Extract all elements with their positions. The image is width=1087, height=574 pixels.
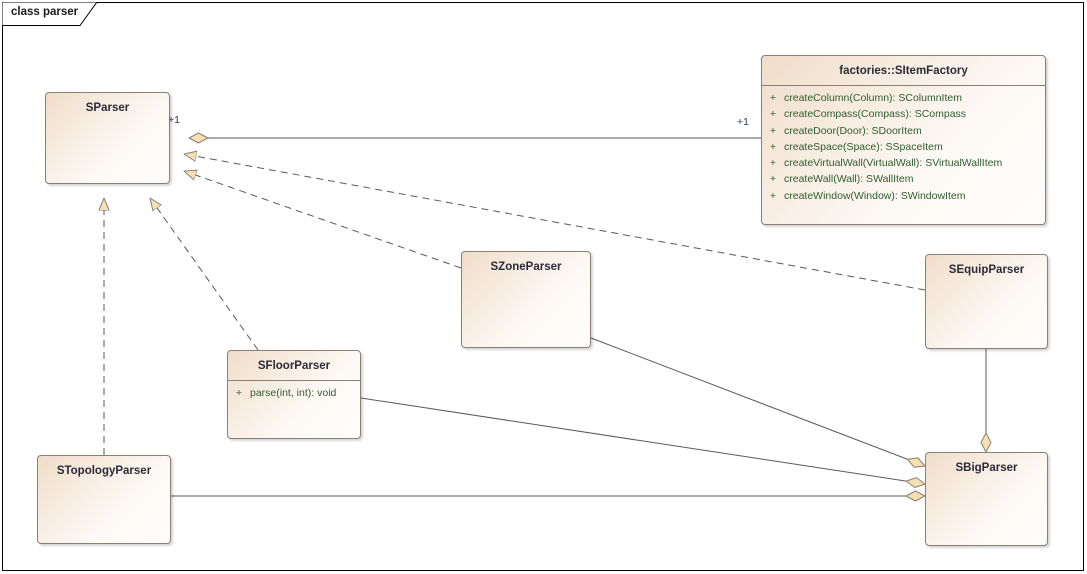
operation-visibility: + [769,124,777,137]
class-box-stopologyparser[interactable]: STopologyParser [37,455,171,544]
operation-visibility: + [769,189,777,202]
operations-sitemfactory: + createColumn(Column): SColumnItem + cr… [762,86,1045,209]
class-box-szoneparser[interactable]: SZoneParser [461,251,591,348]
class-name-sbigparser: SBigParser [955,462,1018,474]
class-name-sparser: SParser [85,102,130,114]
diagram-frame-tab: class parser [2,2,97,26]
operation-signature: createSpace(Space): SSpaceItem [784,140,943,153]
operation-row: + createWall(Wall): SWallItem [762,171,1045,187]
link-sfloor-sbigparser [360,397,925,484]
class-box-sequipparser[interactable]: SEquipParser [925,254,1048,349]
class-name-sitemfactory: factories::SItemFactory [762,56,1045,86]
operation-signature: parse(int, int): void [250,387,337,399]
operation-row: + createColumn(Column): SColumnItem [762,90,1045,106]
operation-signature: createColumn(Column): SColumnItem [784,92,962,104]
operation-signature: createWall(Wall): SWallItem [784,173,914,186]
class-name-sfloorparser: SFloorParser [228,351,360,381]
operation-row: + parse(int, int): void [228,385,360,401]
multiplicity-sparser-factory-target: +1 [737,116,749,128]
operation-row: + createDoor(Door): SDoorItem [762,123,1045,139]
class-name-szoneparser: SZoneParser [490,261,562,273]
operation-signature: createWindow(Window): SWindowItem [784,189,966,202]
diagram-frame-tab-label: class parser [11,6,79,18]
class-box-sfloorparser[interactable]: SFloorParser + parse(int, int): void [227,350,361,439]
class-box-sbigparser[interactable]: SBigParser [925,452,1048,546]
operation-visibility: + [769,173,777,186]
multiplicity-sparser-factory-source: +1 [168,114,180,126]
operation-visibility: + [769,108,777,121]
operation-visibility: + [769,140,777,153]
operation-row: + createVirtualWall(VirtualWall): SVirtu… [762,155,1045,171]
link-szone-sbigparser [590,337,925,466]
operation-signature: createVirtualWall(VirtualWall): SVirtual… [784,157,1003,170]
operation-visibility: + [769,157,777,170]
class-name-stopologyparser: STopologyParser [56,465,152,477]
class-box-sitemfactory[interactable]: factories::SItemFactory + createColumn(C… [761,55,1046,225]
operation-visibility: + [769,92,777,104]
link-szone-sparser [184,171,462,269]
operation-visibility: + [235,387,243,399]
operation-row: + createCompass(Compass): SCompass [762,106,1045,122]
link-sequip-sparser [184,154,926,291]
class-box-sparser[interactable]: SParser [45,92,170,184]
operations-sfloorparser: + parse(int, int): void [228,381,360,406]
link-sfloor-sparser [150,198,259,351]
operation-row: + createWindow(Window): SWindowItem [762,188,1045,204]
operation-signature: createDoor(Door): SDoorItem [784,124,922,137]
operation-signature: createCompass(Compass): SCompass [784,108,967,121]
operation-row: + createSpace(Space): SSpaceItem [762,139,1045,155]
class-name-sequipparser: SEquipParser [948,264,1025,276]
